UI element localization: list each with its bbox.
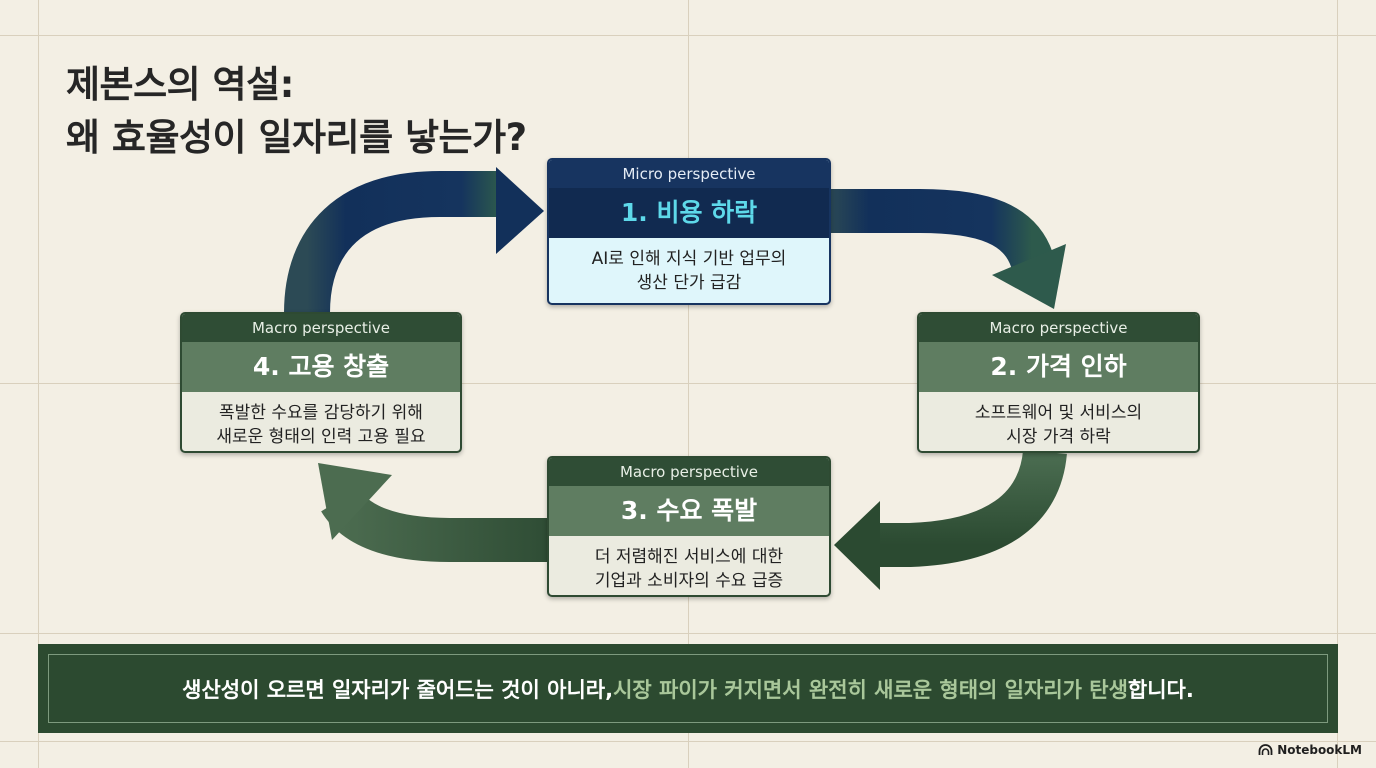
card-description-line: AI로 인해 지식 기반 업무의 (591, 249, 787, 269)
grid-line-left (38, 0, 39, 768)
grid-line-right (1337, 0, 1338, 768)
title-line-1: 제본스의 역설: (66, 63, 294, 106)
conclusion-banner: 생산성이 오르면 일자리가 줄어드는 것이 아니라, 시장 파이가 커지면서 완… (38, 644, 1338, 733)
arrow-step4-to-step1 (284, 171, 500, 314)
arrow-head-step1 (496, 167, 544, 254)
card-description-line: 폭발한 수요를 감당하기 위해 (219, 403, 423, 423)
conclusion-text-highlight: 시장 파이가 커지면서 완전히 새로운 형태의 일자리가 탄생 (613, 677, 1128, 702)
conclusion-text: 생산성이 오르면 일자리가 줄어드는 것이 아니라, 시장 파이가 커지면서 완… (48, 654, 1328, 723)
notebooklm-brand: NotebookLM (1258, 742, 1362, 758)
arrow-step3-to-step4 (321, 487, 548, 562)
arrow-step2-to-step3 (878, 449, 1067, 567)
card-heading: 3. 수요 폭발 (549, 486, 829, 536)
card-perspective-label: Macro perspective (919, 314, 1198, 342)
card-heading: 1. 비용 하락 (549, 188, 829, 238)
conclusion-text-end: 합니다. (1127, 677, 1194, 702)
card-description-line: 생산 단가 급감 (636, 273, 742, 293)
card-heading: 4. 고용 창출 (182, 342, 460, 392)
card-description: 폭발한 수요를 감당하기 위해 새로운 형태의 인력 고용 필요 (182, 392, 460, 449)
card-description: 더 저렴해진 서비스에 대한 기업과 소비자의 수요 급증 (549, 536, 829, 593)
card-description-line: 새로운 형태의 인력 고용 필요 (216, 427, 426, 447)
arrow-step1-to-step2 (828, 189, 1053, 269)
card-description-line: 기업과 소비자의 수요 급증 (594, 571, 784, 591)
page-title: 제본스의 역설: 왜 효율성이 일자리를 낳는가? (66, 58, 527, 164)
card-heading: 2. 가격 인하 (919, 342, 1198, 392)
card-perspective-label: Macro perspective (182, 314, 460, 342)
card-description: 소프트웨어 및 서비스의 시장 가격 하락 (919, 392, 1198, 449)
card-description-line: 시장 가격 하락 (1006, 427, 1111, 447)
card-perspective-label: Macro perspective (549, 458, 829, 486)
card-description: AI로 인해 지식 기반 업무의 생산 단가 급감 (549, 238, 829, 295)
step-card-cost-decline: Micro perspective 1. 비용 하락 AI로 인해 지식 기반 … (547, 158, 831, 305)
step-card-demand-surge: Macro perspective 3. 수요 폭발 더 저렴해진 서비스에 대… (547, 456, 831, 597)
grid-line-center (688, 0, 689, 768)
card-perspective-label: Micro perspective (549, 160, 829, 188)
step-card-job-creation: Macro perspective 4. 고용 창출 폭발한 수요를 감당하기 … (180, 312, 462, 453)
step-card-price-cut: Macro perspective 2. 가격 인하 소프트웨어 및 서비스의 … (917, 312, 1200, 453)
card-description-line: 더 저렴해진 서비스에 대한 (594, 547, 784, 567)
conclusion-text-start: 생산성이 오르면 일자리가 줄어드는 것이 아니라, (182, 677, 614, 702)
arrow-head-step2 (992, 244, 1066, 309)
notebooklm-logo-icon (1258, 744, 1273, 755)
card-description-line: 소프트웨어 및 서비스의 (974, 403, 1143, 423)
arrow-head-step4 (318, 463, 392, 540)
title-line-2: 왜 효율성이 일자리를 낳는가? (66, 116, 527, 159)
brand-label: NotebookLM (1277, 743, 1362, 757)
arrow-head-step3 (834, 501, 880, 590)
